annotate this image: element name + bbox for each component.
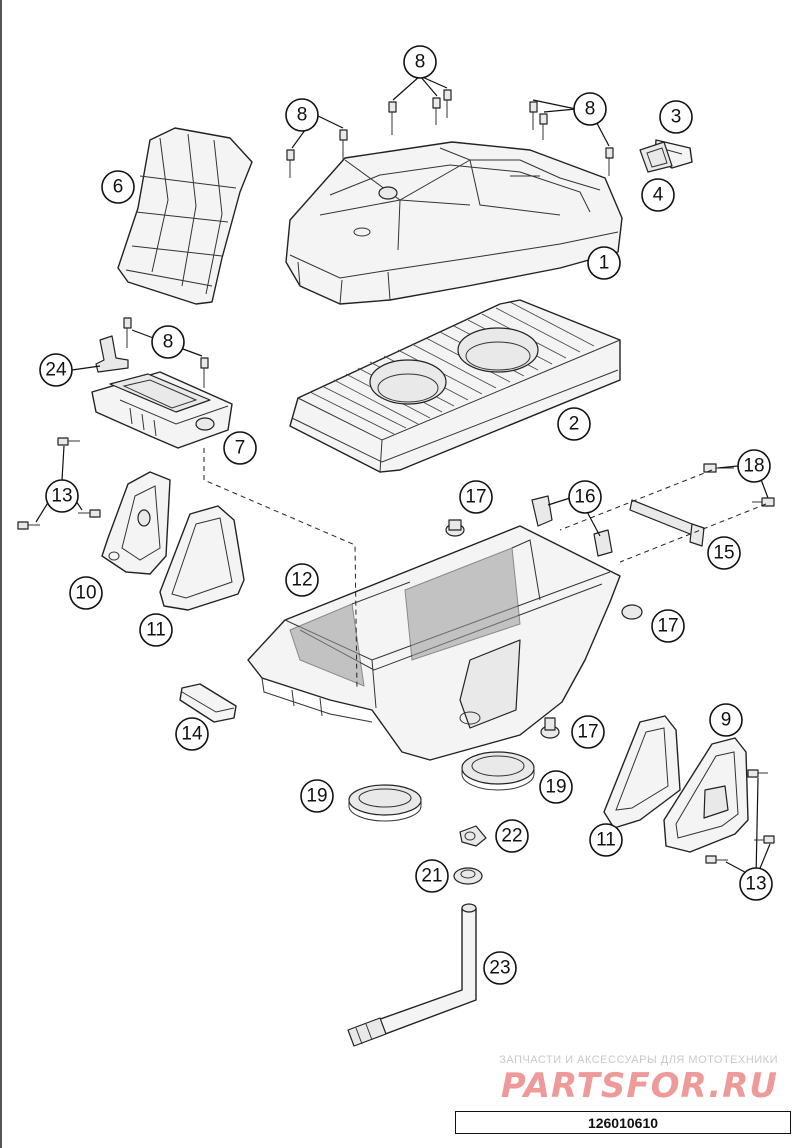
svg-text:7: 7 xyxy=(235,438,246,459)
watermark-logo: PARTSFOR.RU xyxy=(500,1066,778,1106)
callout-23: 23 xyxy=(483,951,517,985)
part-23-drain-hose[interactable] xyxy=(347,903,477,1047)
svg-text:21: 21 xyxy=(421,866,442,887)
part-7-flange[interactable] xyxy=(91,371,233,449)
callout-2: 2 xyxy=(557,407,591,441)
part-2-air-filter[interactable] xyxy=(289,299,621,473)
callout-9: 9 xyxy=(709,703,743,737)
svg-text:10: 10 xyxy=(75,583,96,604)
callout-15: 15 xyxy=(707,536,741,570)
svg-text:6: 6 xyxy=(113,177,124,198)
svg-text:12: 12 xyxy=(291,570,312,591)
svg-text:19: 19 xyxy=(545,777,566,798)
svg-text:24: 24 xyxy=(45,360,67,381)
svg-text:18: 18 xyxy=(743,456,764,477)
part-17-grommets[interactable] xyxy=(445,519,643,739)
part-13-bolts-left[interactable] xyxy=(17,437,101,530)
svg-text:4: 4 xyxy=(653,185,664,206)
part-22-clamp[interactable] xyxy=(459,825,487,847)
part-19-seal-ring-right[interactable] xyxy=(461,751,535,791)
callout-11-right: 11 xyxy=(589,823,623,857)
callout-8-left: 8 xyxy=(285,98,319,132)
part-4-gasket[interactable] xyxy=(639,141,673,173)
svg-text:17: 17 xyxy=(657,616,678,637)
watermark: ЗАПЧАСТИ И АКСЕССУАРЫ ДЛЯ МОТОТЕХНИКИ PA… xyxy=(488,1054,778,1104)
callout-19-right: 19 xyxy=(539,770,573,804)
svg-text:9: 9 xyxy=(721,710,732,731)
part-11-gasket-left[interactable] xyxy=(159,505,245,611)
svg-text:1: 1 xyxy=(599,253,610,274)
callout-8-top: 8 xyxy=(403,45,437,79)
part-8-bolts-flange[interactable] xyxy=(123,317,209,388)
svg-text:23: 23 xyxy=(489,958,510,979)
part-16-clips[interactable] xyxy=(531,495,613,557)
svg-text:17: 17 xyxy=(577,722,598,743)
svg-text:22: 22 xyxy=(501,826,522,847)
part-13-bolts-right[interactable] xyxy=(705,769,775,864)
reference-code-box: 126010610 xyxy=(455,1111,791,1134)
callout-17-right: 17 xyxy=(651,609,685,643)
reference-code: 126010610 xyxy=(587,1114,659,1131)
part-1-airbox-cover[interactable] xyxy=(285,141,623,305)
callout-18: 18 xyxy=(737,449,771,483)
svg-text:13: 13 xyxy=(51,486,72,507)
part-6-intake-boot[interactable] xyxy=(117,127,253,305)
svg-text:15: 15 xyxy=(713,543,734,564)
callout-14: 14 xyxy=(175,717,209,751)
svg-text:3: 3 xyxy=(671,107,682,128)
svg-text:17: 17 xyxy=(465,487,486,508)
callout-11-left: 11 xyxy=(139,613,173,647)
callout-13-left: 13 xyxy=(45,479,79,513)
part-15-rail[interactable] xyxy=(629,499,705,547)
callout-13-right: 13 xyxy=(739,867,773,901)
assembly-line-screw-bottom xyxy=(619,503,767,563)
svg-text:16: 16 xyxy=(574,487,595,508)
callout-8-right: 8 xyxy=(573,92,607,126)
part-19-seal-ring-left[interactable] xyxy=(348,784,422,822)
callout-17-bottom: 17 xyxy=(571,715,605,749)
svg-text:2: 2 xyxy=(569,414,580,435)
svg-text:11: 11 xyxy=(146,620,166,641)
part-21-drain-grommet[interactable] xyxy=(453,867,483,885)
part-14-block[interactable] xyxy=(179,683,237,723)
callout-24: 24 xyxy=(39,353,73,387)
watermark-caption: ЗАПЧАСТИ И АКСЕССУАРЫ ДЛЯ МОТОТЕХНИКИ xyxy=(499,1054,778,1066)
callout-6: 6 xyxy=(101,170,135,204)
svg-text:8: 8 xyxy=(163,332,174,353)
callout-7: 7 xyxy=(223,431,257,465)
svg-text:8: 8 xyxy=(415,52,426,73)
callout-16: 16 xyxy=(568,480,602,514)
part-8-bolts-cover[interactable] xyxy=(286,89,614,178)
svg-text:8: 8 xyxy=(585,99,596,120)
page-left-border xyxy=(0,0,2,1148)
callout-4: 4 xyxy=(641,178,675,212)
part-10-side-bracket[interactable] xyxy=(101,471,171,575)
callout-1: 1 xyxy=(587,246,621,280)
svg-text:14: 14 xyxy=(181,724,203,745)
part-9-side-cover[interactable] xyxy=(663,737,749,853)
callout-21: 21 xyxy=(415,859,449,893)
assembly-line-screw-top xyxy=(559,469,713,531)
part-24-bracket[interactable] xyxy=(95,335,129,373)
part-12-airbox-housing[interactable] xyxy=(247,525,621,761)
callout-8-flange: 8 xyxy=(151,325,185,359)
svg-text:11: 11 xyxy=(596,830,616,851)
callout-22: 22 xyxy=(495,819,529,853)
callout-10: 10 xyxy=(69,576,103,610)
callout-19-left: 19 xyxy=(300,779,334,813)
callout-17-top: 17 xyxy=(459,480,493,514)
svg-text:13: 13 xyxy=(745,874,766,895)
part-11-gasket-right[interactable] xyxy=(603,715,681,829)
svg-text:8: 8 xyxy=(297,105,308,126)
callout-3: 3 xyxy=(659,100,693,134)
callout-12: 12 xyxy=(285,563,319,597)
svg-text:19: 19 xyxy=(306,786,327,807)
